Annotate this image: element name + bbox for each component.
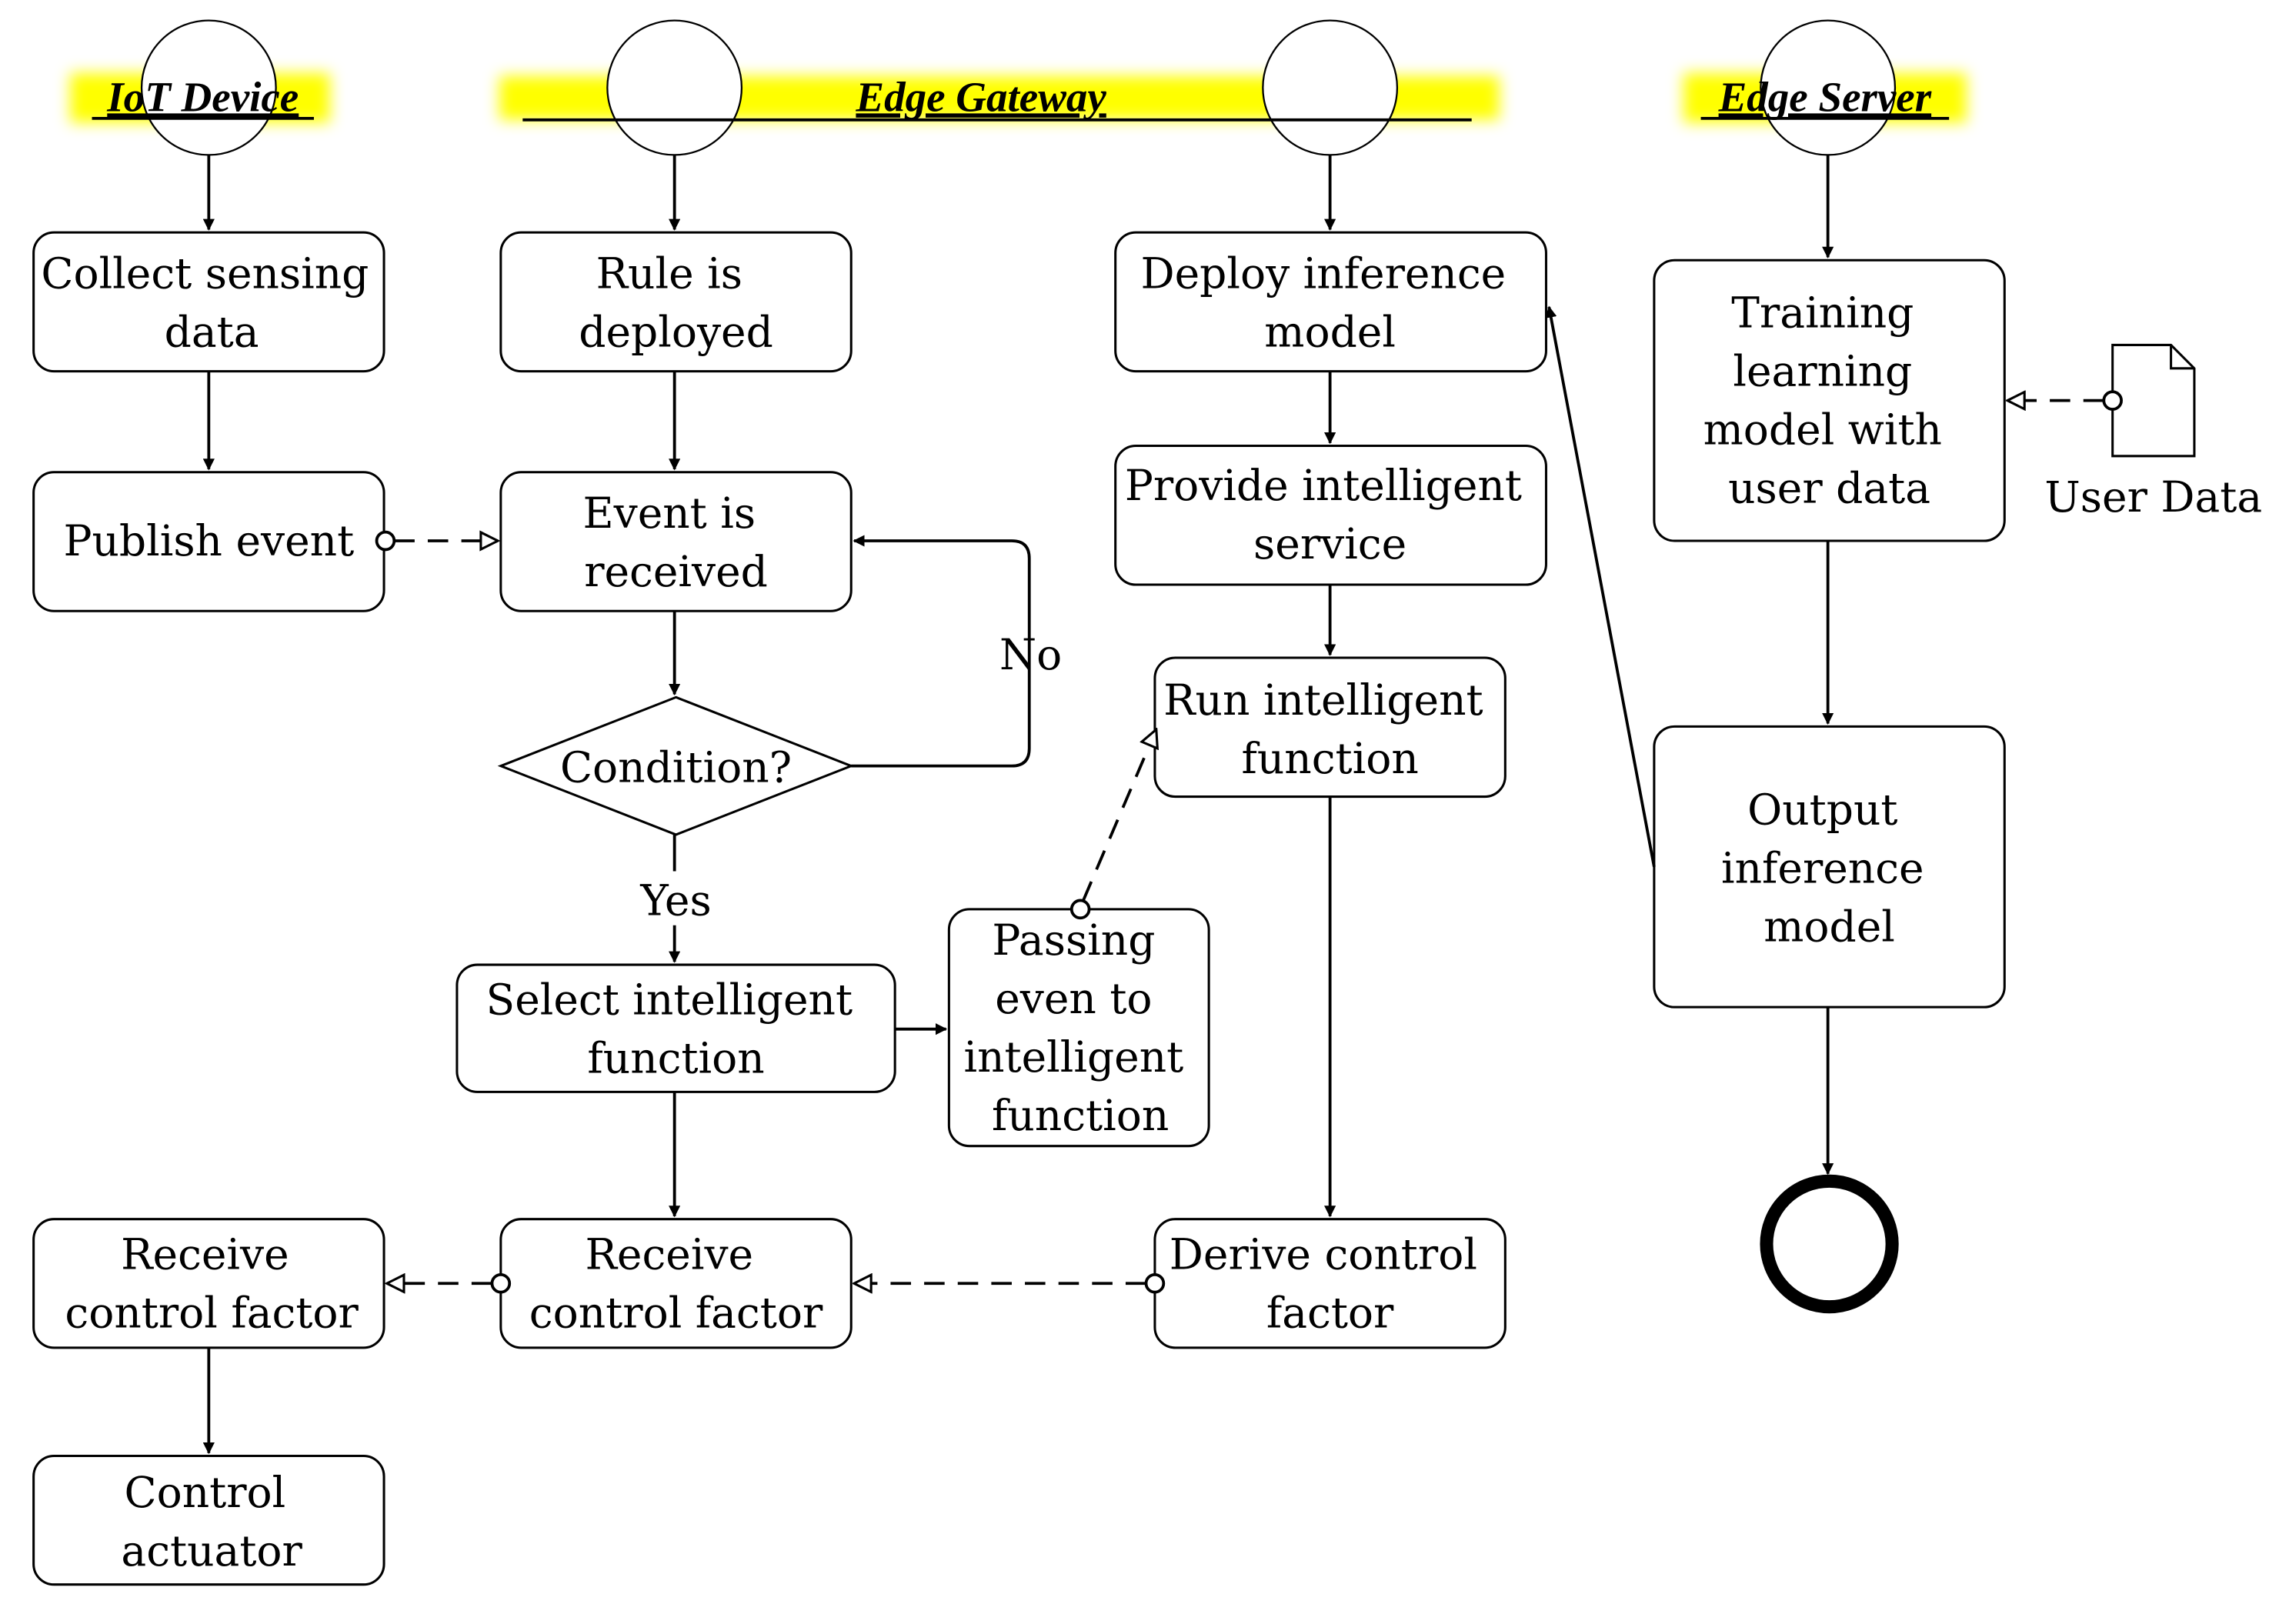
edge-label-yes: Yes [639, 875, 711, 925]
task-event-is-received[interactable]: Event is received [499, 471, 853, 612]
task-receive-control-factor-device[interactable]: Receive control factor [32, 1218, 385, 1349]
task-label-line: function [1241, 734, 1418, 783]
task-label-line: even to [995, 974, 1152, 1023]
flow-output-to-deploy [1545, 305, 1656, 868]
task-derive-control-factor[interactable]: Derive control factor [1153, 1218, 1507, 1349]
task-run-intelligent-function[interactable]: Run intelligent function [1153, 656, 1507, 799]
lane-label-iot-device: IoT Device [106, 73, 299, 120]
data-object-user-data[interactable]: User Data [2044, 343, 2262, 522]
task-label-line: Run intelligent [1163, 675, 1483, 725]
svg-text:Run intelligent function: Run intelligent function [1163, 675, 1497, 783]
svg-text:Rule is deployed: Rule is deployed [579, 248, 773, 356]
task-rule-is-deployed[interactable]: Rule is deployed [499, 231, 853, 373]
svg-text:Training learning: Training learning model with user data [1703, 288, 1956, 513]
svg-text:Event is received: Event is received [582, 489, 769, 596]
task-label-line: model with [1703, 405, 1942, 455]
task-label-line: Deploy inference [1141, 248, 1507, 298]
task-publish-event[interactable]: Publish event [32, 471, 385, 612]
task-passing-event[interactable]: Passing even to intelligent function [947, 908, 1210, 1148]
task-receive-control-factor-gateway[interactable]: Receive control factor [499, 1218, 853, 1349]
task-label-line: Collect sensing [41, 248, 369, 298]
svg-text:Collect sensing data: Collect sensing data [41, 248, 382, 356]
lane-label-edge-server: Edge Server [1718, 73, 1932, 120]
task-label-line: intelligent [964, 1032, 1184, 1082]
task-label-line: deployed [579, 307, 773, 356]
task-label-line: Derive control [1170, 1229, 1477, 1279]
start-event-gateway-rule [606, 19, 743, 156]
task-label-line: Select intelligent [486, 975, 853, 1025]
task-label-line: model [1763, 902, 1895, 952]
task-collect-sensing-data[interactable]: Collect sensing data [32, 231, 385, 373]
svg-text:Select intelligent funct: Select intelligent function [486, 975, 866, 1083]
document-icon [2111, 343, 2196, 458]
gateway-condition-label: Condition? [560, 743, 792, 792]
lane-header-edge-gateway: Edge Gateway [499, 19, 1500, 156]
task-provide-intelligent-service[interactable]: Provide intelligent service [1114, 445, 1547, 586]
task-label-line: Provide intelligent [1125, 461, 1522, 510]
task-label-line: function [992, 1091, 1169, 1140]
task-output-inference-model[interactable]: Output inference model [1653, 725, 2006, 1009]
task-label-line: data [165, 307, 259, 356]
task-select-intelligent-function[interactable]: Select intelligent function [455, 963, 896, 1093]
task-label-line: Rule is [596, 248, 742, 298]
svg-text:Publish event: Publish event [63, 516, 354, 565]
task-label-line: inference [1721, 844, 1924, 893]
svg-text:Control actuator: Control actuator [121, 1468, 302, 1576]
task-label-line: control factor [529, 1288, 823, 1337]
message-flows [375, 390, 2123, 1294]
task-label-line: function [587, 1034, 764, 1083]
svg-text:Receive control factor: Receive control factor [65, 1229, 359, 1337]
task-label-line: Receive [121, 1229, 289, 1279]
end-event [1760, 1174, 1899, 1314]
lane-header-iot-device: IoT Device [70, 19, 330, 156]
task-label-line: user data [1728, 464, 1930, 513]
task-label-line: Training [1731, 288, 1914, 338]
gateway-condition[interactable]: Condition? [497, 695, 855, 836]
task-deploy-inference-model[interactable]: Deploy inference model [1114, 231, 1547, 373]
task-label-line: Output [1747, 785, 1897, 835]
task-label-line: learning [1733, 347, 1912, 396]
task-training-learning-model[interactable]: Training learning model with user data [1653, 258, 2006, 542]
task-label-line: actuator [121, 1526, 302, 1576]
edge-label-no: No [999, 630, 1062, 679]
msg-passing-to-run [1082, 729, 1156, 902]
sequence-flows [202, 155, 1834, 1455]
task-label-line: Publish event [63, 516, 354, 565]
svg-text:Output inference m: Output inference model [1721, 785, 1937, 952]
task-control-actuator[interactable]: Control actuator [32, 1454, 385, 1586]
svg-text:Provide intelligent serv: Provide intelligent service [1125, 461, 1536, 569]
task-label-line: control factor [65, 1288, 359, 1337]
start-event-gateway-model [1262, 19, 1399, 156]
svg-text:Deploy inference model: Deploy inference model [1141, 248, 1520, 356]
task-label-line: Passing [992, 915, 1155, 965]
lane-label-edge-gateway: Edge Gateway [855, 73, 1106, 120]
flow-condition-no-loop [851, 535, 1031, 768]
lane-header-edge-server: Edge Server [1683, 19, 1967, 156]
task-label-line: Event is [582, 489, 756, 538]
task-label-line: factor [1266, 1288, 1394, 1337]
task-label-line: Receive [586, 1229, 754, 1279]
svg-text:Passing even to in: Passing even to intelligent function [964, 915, 1197, 1140]
data-object-label: User Data [2044, 472, 2262, 522]
task-label-line: Control [125, 1468, 286, 1517]
task-label-line: service [1253, 519, 1406, 569]
svg-text:Derive control factor: Derive control factor [1170, 1229, 1491, 1337]
task-label-line: received [584, 547, 768, 596]
task-label-line: model [1264, 307, 1396, 356]
svg-text:Receive control factor: Receive control factor [529, 1229, 823, 1337]
